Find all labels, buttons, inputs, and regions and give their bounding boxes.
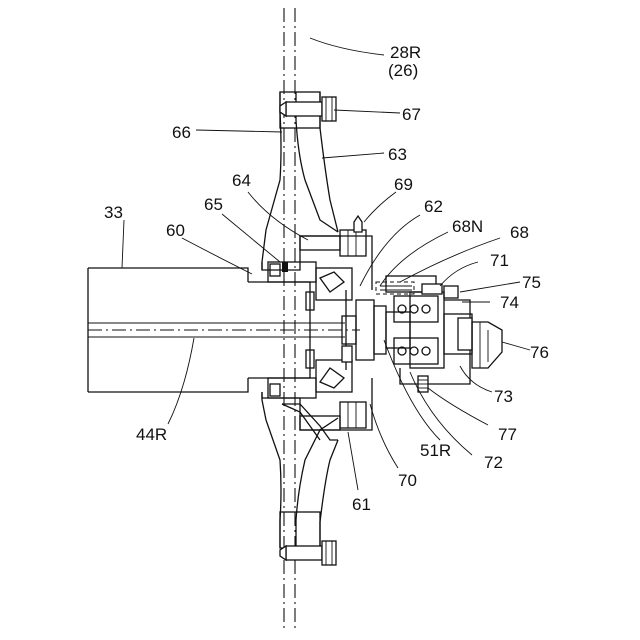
label-64: 64 [232, 171, 251, 190]
label-68: 68 [510, 223, 529, 242]
label-77: 77 [498, 425, 517, 444]
label-73: 73 [494, 387, 513, 406]
label-26: (26) [388, 61, 418, 80]
label-62: 62 [424, 197, 443, 216]
label-69: 69 [394, 175, 413, 194]
label-44R: 44R [136, 425, 167, 444]
hub-plate [262, 92, 338, 548]
label-72: 72 [484, 453, 503, 472]
label-66: 66 [172, 123, 191, 142]
label-71: 71 [490, 251, 509, 270]
label-75: 75 [522, 273, 541, 292]
label-65: 65 [204, 195, 223, 214]
label-67: 67 [402, 105, 421, 124]
label-61: 61 [352, 495, 371, 514]
inner-shaft [342, 282, 414, 370]
label-33: 33 [104, 203, 123, 222]
label-76: 76 [530, 343, 549, 362]
label-28R: 28R [390, 43, 421, 62]
label-68N: 68N [452, 217, 483, 236]
label-63: 63 [388, 145, 407, 164]
label-74: 74 [500, 293, 519, 312]
encoder-assembly [386, 276, 502, 392]
bolt-67-bottom [280, 541, 336, 565]
drive-shaft [88, 268, 360, 392]
label-70: 70 [398, 471, 417, 490]
label-60: 60 [166, 221, 185, 240]
bolt-67-top [280, 97, 336, 121]
label-51R: 51R [420, 441, 451, 460]
